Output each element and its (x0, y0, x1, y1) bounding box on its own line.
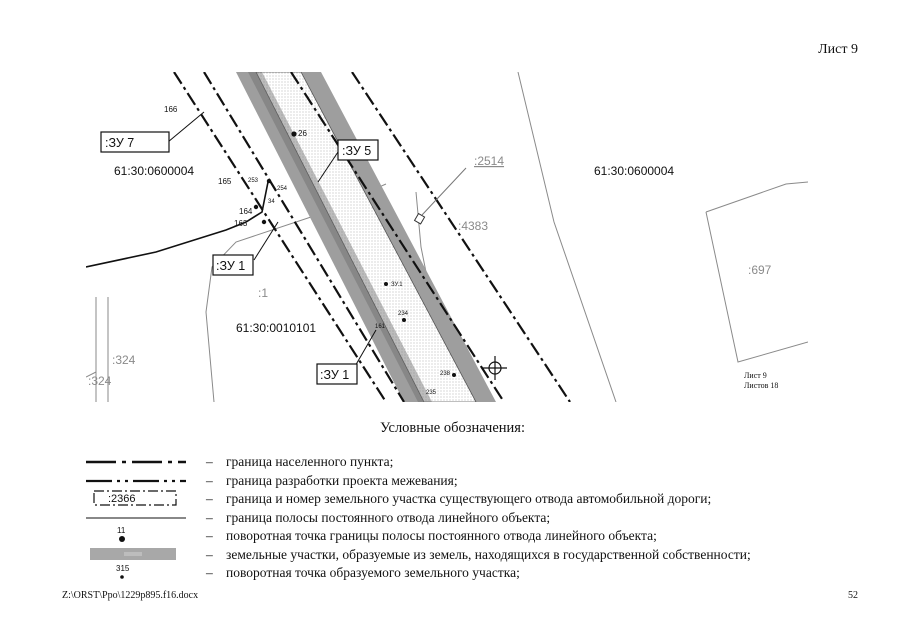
point-number: 253 (248, 178, 259, 184)
map-stamp-sheets-total: Листов 18 (744, 381, 778, 390)
parcel-number-2514: :2514 (474, 154, 504, 168)
label-leaders (167, 111, 377, 369)
legend-text: земельные участки, образуемые из земель,… (226, 546, 751, 562)
sheet-label: Лист 9 (818, 42, 858, 57)
settlement-boundary-symbol (86, 460, 186, 464)
legend-text: поворотная точка образуемого земельного … (226, 565, 520, 580)
building-icon (413, 212, 426, 225)
file-path: Z:\ORST\Ppo\1229p895.f16.docx (62, 590, 199, 601)
road-line (86, 181, 269, 268)
cadastral-quarter-east: 61:30:0600004 (594, 164, 674, 178)
boundary-lines (173, 72, 571, 402)
legend-item: – граница населенного пункта; (86, 452, 826, 471)
legend-text: граница разработки проекта межевания; (226, 472, 458, 488)
point-number: 238 (440, 371, 451, 377)
legend-item: – граница полосы постоянного отвода лине… (86, 508, 826, 527)
legend-item: :2366 – граница и номер земельного участ… (86, 489, 826, 508)
legend-item: 315 – поворотная точка образуемого земел… (86, 563, 826, 582)
legend-item: 11 – поворотная точка границы полосы пос… (86, 526, 826, 545)
point-number: 235 (426, 390, 437, 396)
parcel-label-zu7: :ЗУ 7 (105, 136, 134, 150)
map-stamp-sheet: Лист 9 (744, 371, 767, 380)
legend-sample-point-b: 315 (116, 564, 130, 573)
right-of-way-point-symbol: 11 (117, 526, 126, 542)
parcel-label-zu1-lower: :ЗУ 1 (320, 368, 349, 382)
legend-sample-parcel-number: :2366 (108, 493, 136, 505)
cadastral-quarter-west: 61:30:0600004 (114, 164, 194, 178)
parcel-number-4383: :4383 (458, 219, 488, 233)
legend-item: – граница разработки проекта межевания; (86, 471, 826, 490)
road-strip (236, 72, 496, 402)
point-number: ЗУ.1 (391, 282, 403, 288)
point-number: 161 (375, 324, 386, 330)
page-number: 52 (848, 590, 858, 601)
legend-item: – земельные участки, образуемые из земел… (86, 545, 826, 564)
legend-text: граница и номер земельного участка сущес… (226, 491, 712, 506)
parcel-label-zu5: :ЗУ 5 (342, 144, 371, 158)
right-of-way-boundary-symbol (86, 517, 186, 518)
road-parcel-symbol: :2366 (93, 490, 177, 506)
legend: – граница населенного пункта; – граница … (86, 452, 826, 582)
legend-sample-point-a: 11 (117, 526, 126, 535)
point-number: 34 (268, 199, 275, 205)
point-number: 234 (398, 311, 409, 317)
point-number: 163 (234, 219, 248, 228)
parcel-label-boxes (100, 131, 379, 385)
cadastral-map[interactable]: :ЗУ 7 :ЗУ 5 :ЗУ 1 :ЗУ 1 61:30:0600004 61… (86, 72, 808, 402)
turning-points (253, 131, 456, 377)
parcel-number-324-lower: :324 (88, 374, 112, 388)
point-number: 254 (277, 186, 288, 192)
parcel-number-324-upper: :324 (112, 353, 136, 367)
state-land-symbol (90, 547, 176, 560)
cadastral-quarter-south: 61:30:0010101 (236, 321, 316, 335)
parcel-number-1: :1 (258, 286, 268, 300)
point-number: 164 (239, 207, 253, 216)
legend-text: поворотная точка границы полосы постоянн… (226, 528, 657, 543)
project-boundary-symbol (86, 479, 186, 482)
point-number: 165 (218, 177, 232, 186)
geodetic-mark-icon (483, 356, 507, 380)
point-number: 166 (164, 105, 178, 114)
new-parcel-point-symbol: 315 (116, 564, 130, 579)
legend-text: граница полосы постоянного отвода линейн… (226, 509, 551, 525)
point-number: 26 (298, 129, 307, 138)
legend-title: Условные обозначения: (379, 420, 526, 436)
parcel-label-zu1-upper: :ЗУ 1 (216, 259, 245, 273)
legend-text: граница населенного пункта; (226, 454, 394, 469)
parcel-number-697: :697 (748, 263, 772, 277)
